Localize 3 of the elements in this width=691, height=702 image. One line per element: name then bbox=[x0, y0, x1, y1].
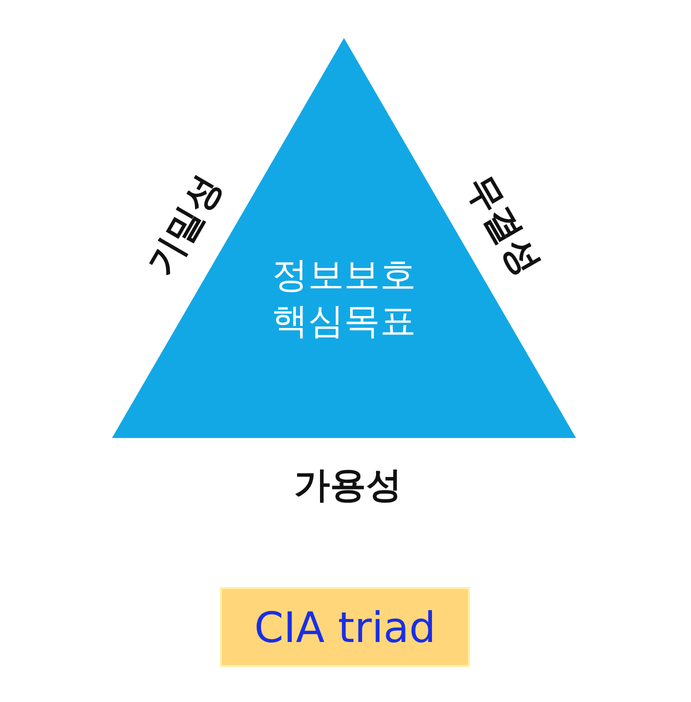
center-text: 정보보호 핵심목표 bbox=[271, 254, 417, 344]
side-label: 가용성 bbox=[294, 464, 402, 508]
title-box: CIA triad bbox=[220, 587, 470, 667]
